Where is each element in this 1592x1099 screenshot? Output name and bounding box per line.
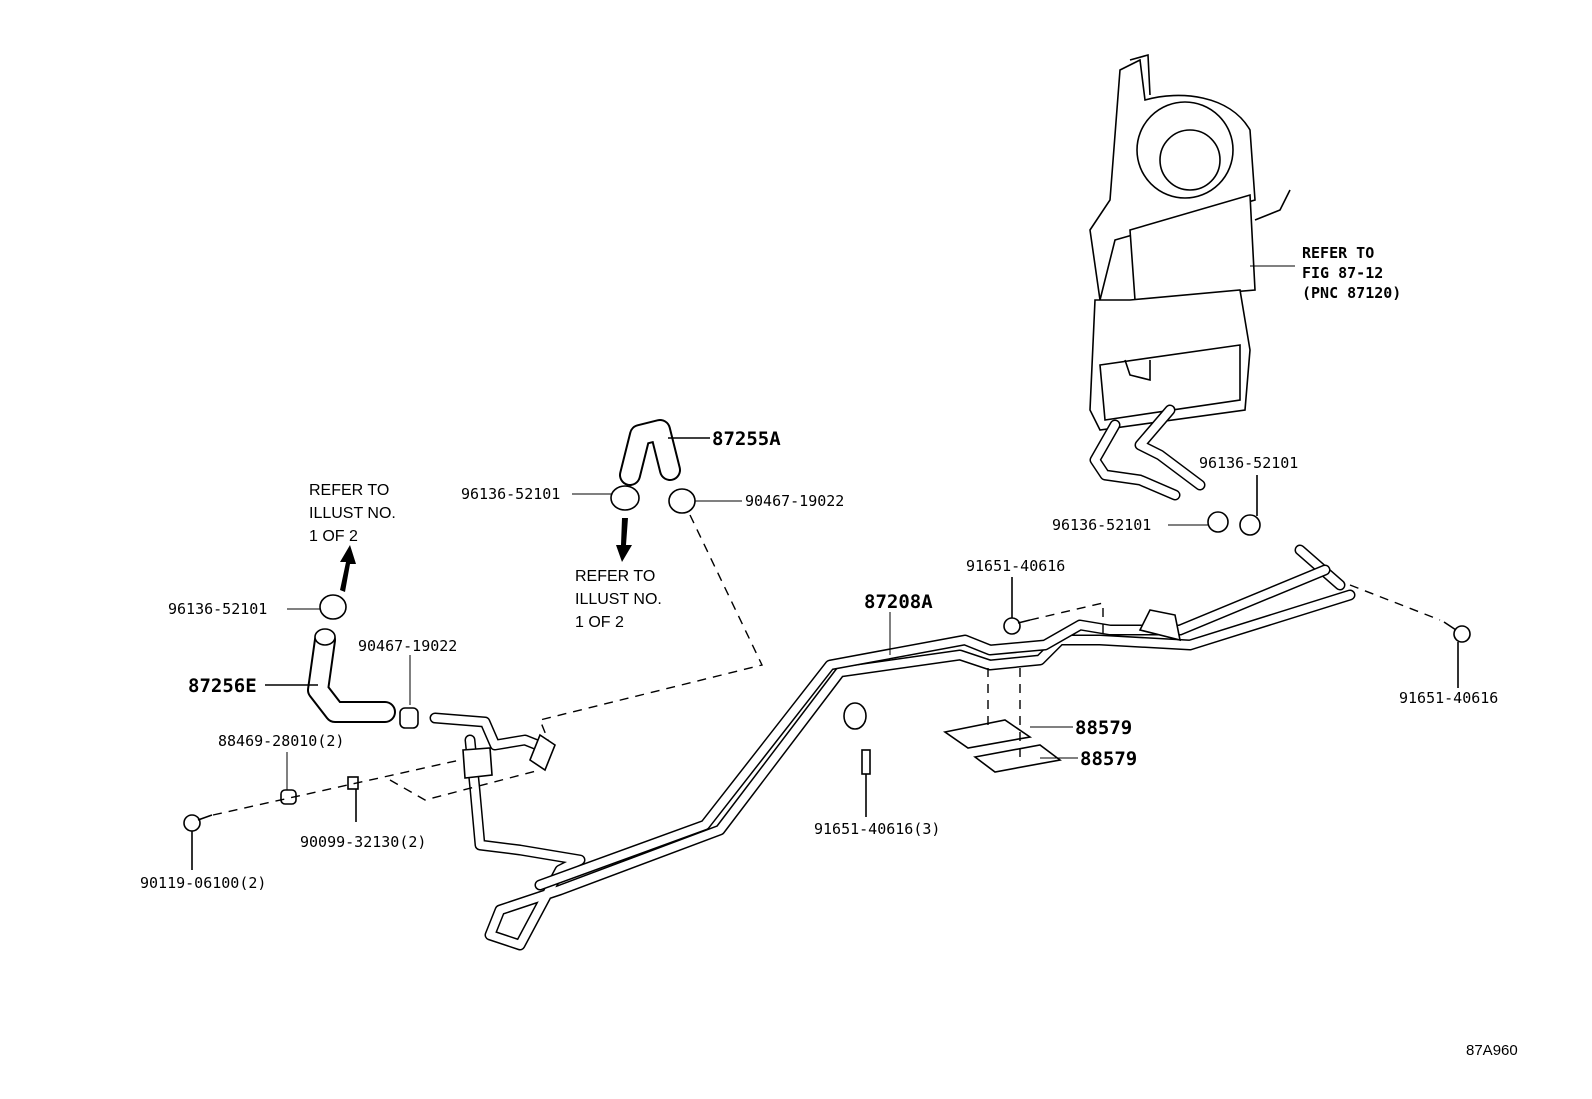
fasteners <box>183 617 1471 832</box>
callout-clamp-right-a[interactable]: 96136-52101 <box>1052 516 1151 534</box>
refer-heater-note[interactable]: REFER TO FIG 87-12 (PNC 87120) <box>1302 244 1401 302</box>
refer-heater-line-2: FIG 87-12 <box>1302 264 1383 282</box>
callout-87208a[interactable]: 87208A <box>864 591 933 613</box>
callout-clamp-left[interactable]: 96136-52101 <box>168 600 267 618</box>
bracket-clamp-icon <box>843 702 867 730</box>
refer-heater-line-3: (PNC 87120) <box>1302 284 1401 302</box>
callout-nut[interactable]: 90099-32130(2) <box>300 833 426 851</box>
hose-87255a-drawing <box>619 419 681 486</box>
heater-unit-drawing <box>1089 53 1295 501</box>
clip-icon <box>668 488 696 514</box>
refer-left-note[interactable]: REFER TO ILLUST NO. 1 OF 2 <box>309 482 396 545</box>
leader-lines <box>191 437 1459 870</box>
refer-left-line-3: 1 OF 2 <box>309 528 358 545</box>
refer-left-line-2: ILLUST NO. <box>309 505 396 522</box>
clamp-icon <box>610 485 640 511</box>
bolt-icon <box>861 749 871 775</box>
clamp-icon <box>1207 511 1229 533</box>
callout-87256e[interactable]: 87256E <box>188 675 257 697</box>
clamp-icon <box>1239 514 1261 536</box>
callout-tape-2[interactable]: 88579 <box>1080 748 1137 770</box>
bolt-icon <box>1003 617 1021 635</box>
figure-code: 87A960 <box>1466 1042 1518 1059</box>
callout-bolt-center[interactable]: 91651-40616 <box>966 557 1065 575</box>
bolt-icon <box>183 814 201 832</box>
pipe-drawing <box>429 544 1356 951</box>
refer-down-arrow-icon <box>616 518 632 562</box>
clamps <box>319 485 1261 730</box>
refer-left-line-1: REFER TO <box>309 482 389 499</box>
clamp-icon <box>319 594 347 620</box>
callout-tape-1[interactable]: 88579 <box>1075 717 1132 739</box>
clip-icon <box>399 707 419 729</box>
refer-heater-line-1: REFER TO <box>1302 244 1374 262</box>
callout-grommet[interactable]: 88469-28010(2) <box>218 732 344 750</box>
callout-clamp-right-b[interactable]: 96136-52101 <box>1199 454 1298 472</box>
refer-upper-line-3: 1 OF 2 <box>575 614 624 631</box>
bolt-icon <box>1453 625 1471 643</box>
hose-87256e-drawing <box>307 628 396 723</box>
tape-icon <box>973 744 1062 773</box>
callout-bolt-clamp[interactable]: 91651-40616(3) <box>814 820 940 838</box>
refer-upper-note[interactable]: REFER TO ILLUST NO. 1 OF 2 <box>575 568 662 631</box>
callout-clamp-upper[interactable]: 96136-52101 <box>461 485 560 503</box>
callout-bolt-left[interactable]: 90119-06100(2) <box>140 874 266 892</box>
refer-up-arrow-icon <box>340 545 356 592</box>
callout-clip-left[interactable]: 90467-19022 <box>358 637 457 655</box>
callout-clip-upper[interactable]: 90467-19022 <box>745 492 844 510</box>
refer-upper-line-2: ILLUST NO. <box>575 591 662 608</box>
guide-lines <box>212 514 1441 816</box>
tape-icon <box>943 719 1033 749</box>
callout-bolt-right[interactable]: 91651-40616 <box>1399 689 1498 707</box>
refer-upper-line-1: REFER TO <box>575 568 655 585</box>
callout-87255a[interactable]: 87255A <box>712 428 781 450</box>
